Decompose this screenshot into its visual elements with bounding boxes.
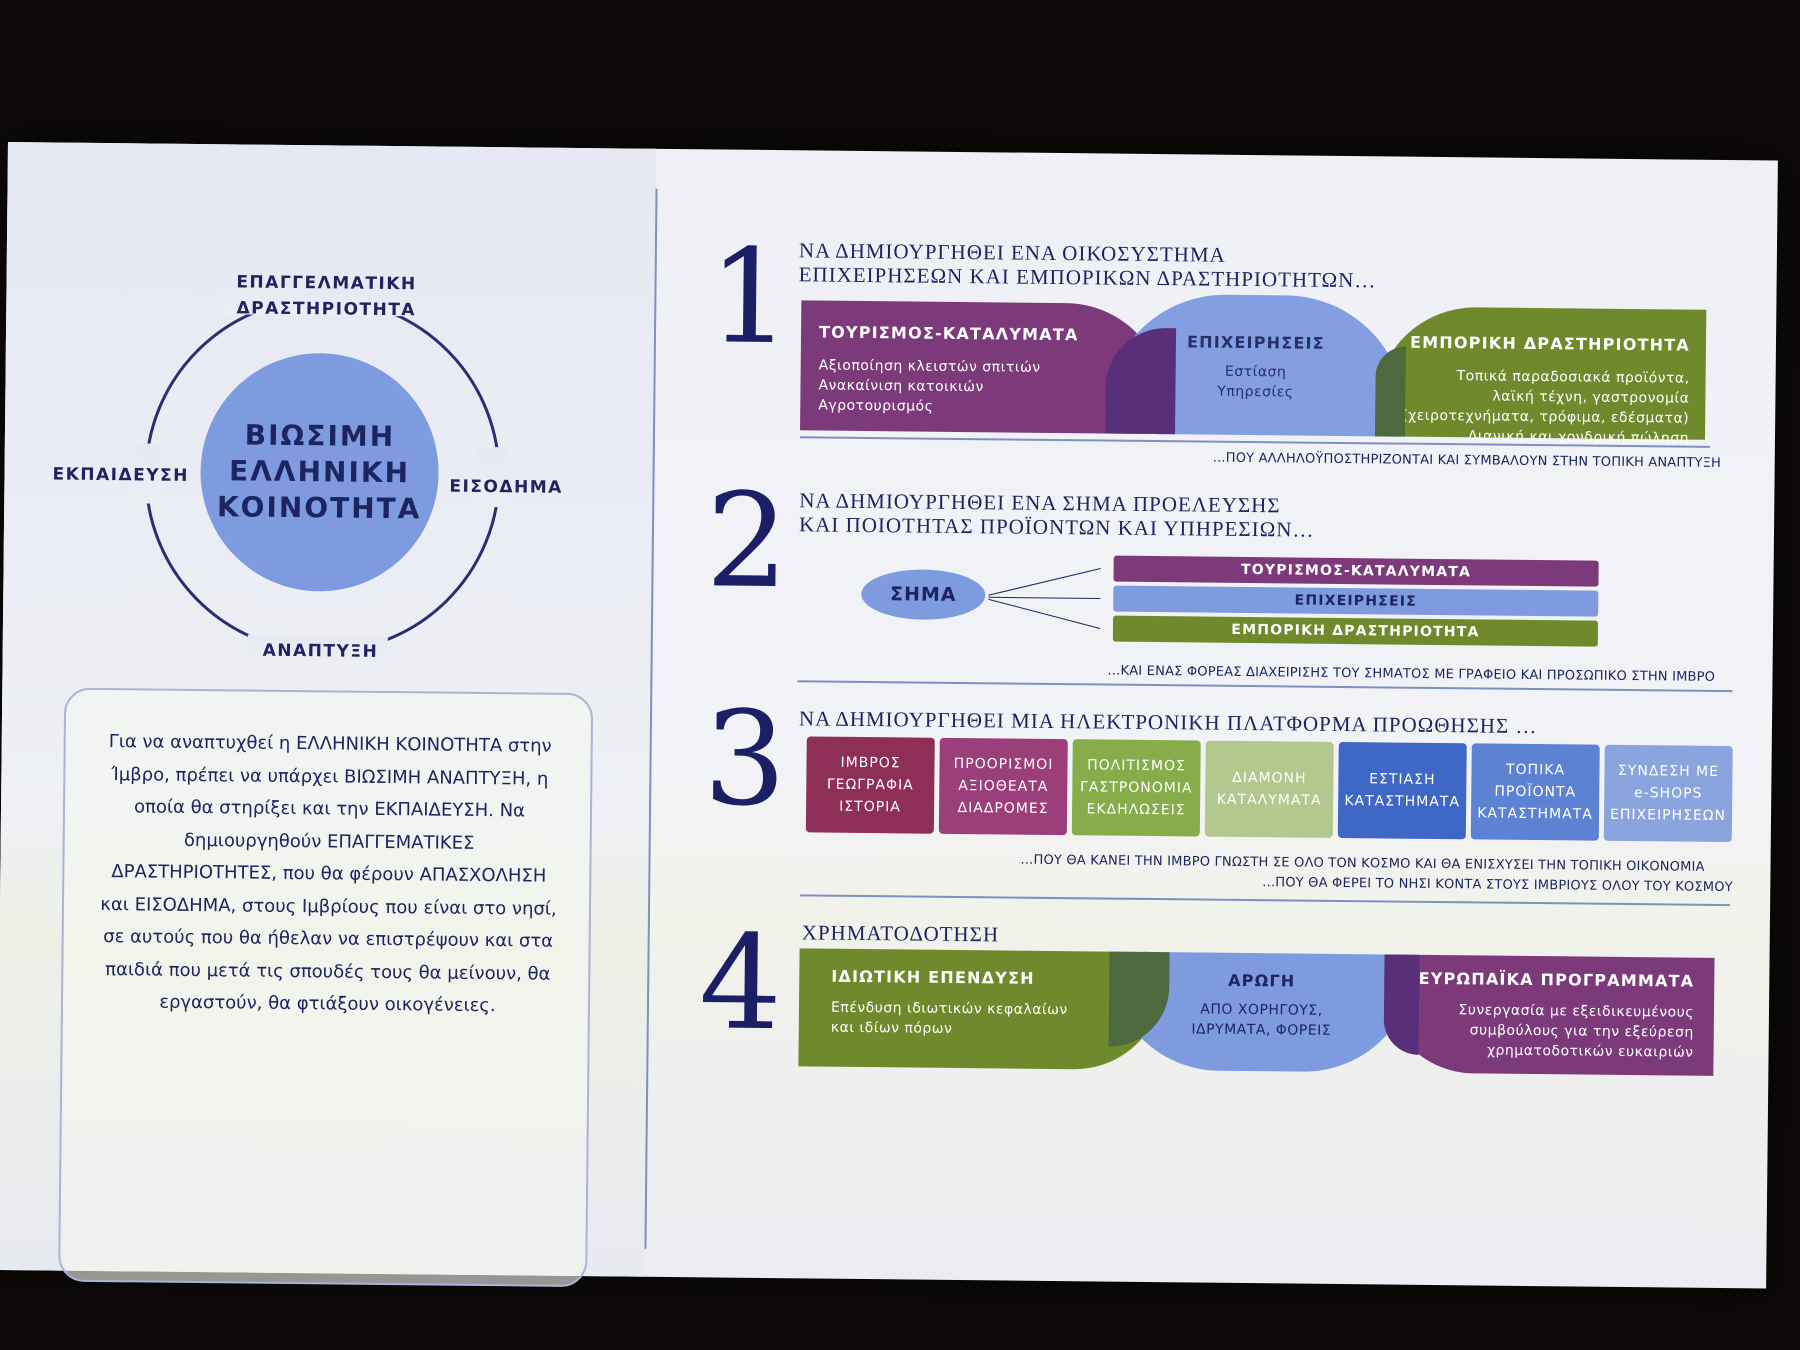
- trade-title: ΕΜΠΟΡΙΚΗ ΔΡΑΣΤΗΡΙΟΤΗΤΑ: [1409, 332, 1691, 355]
- platform-tile: ΣΥΝΔΕΣΗ ΜΕ e-SHOPS ΕΠΙΧΕΙΡΗΣΕΩΝ: [1603, 744, 1733, 843]
- center-line-1: ΒΙΩΣΙΜΗ: [244, 418, 396, 454]
- bar-trade: ΕΜΠΟΡΙΚΗ ΔΡΑΣΤΗΡΙΟΤΗΤΑ: [1112, 615, 1599, 647]
- section-2-caption: ...ΚΑΙ ΕΝΑΣ ΦΟΡΕΑΣ ΔΙΑΧΕΙΡΙΣΗΣ ΤΟΥ ΣΗΜΑΤ…: [1107, 663, 1716, 685]
- section-4-heading: ΧΡΗΜΑΤΟΔΟΤΗΣΗ: [801, 920, 1000, 947]
- platform-tile-line: ΔΙΑΜΟΝΗ: [1232, 769, 1307, 787]
- platform-tile-line: ΓΕΩΓΡΑΦΙΑ: [826, 776, 914, 794]
- trade-block: ΕΜΠΟΡΙΚΗ ΔΡΑΣΤΗΡΙΟΤΗΤΑ Τοπικά παραδοσιακ…: [1374, 306, 1707, 447]
- label-professional-activity: ΕΠΑΓΓΕΛΜΑΤΙΚΗ ΔΡΑΣΤΗΡΙΟΤΗΤΑ: [226, 272, 426, 320]
- section-1-caption: ...ΠΟΥ ΑΛΛΗΛΟΫΠΟΣΤΗΡΙΖΟΝΤΑΙ ΚΑΙ ΣΥΜΒΑΛΟΥ…: [1212, 450, 1722, 471]
- platform-tile-line: ΕΚΔΗΛΩΣΕΙΣ: [1086, 801, 1186, 819]
- trade-item: (χειροτεχνήματα, τρόφιμα, εδέσματα): [1402, 407, 1690, 427]
- platform-tile-line: ΕΠΙΧΕΙΡΗΣΕΩΝ: [1610, 806, 1727, 825]
- center-line-3: ΚΟΙΝΟΤΗΤΑ: [216, 490, 422, 526]
- platform-tile-line: ΚΑΤΑΣΤΗΜΑΤΑ: [1477, 805, 1593, 823]
- platform-tile-line: ΔΙΑΔΡΟΜΕΣ: [957, 799, 1049, 817]
- platform-tile-line: ΠΟΛΙΤΙΣΜΟΣ: [1087, 757, 1186, 775]
- intro-text-box: Για να αναπτυχθεί η ΕΛΛΗΝΙΚΗ ΚΟΙΝΟΤΗΤΑ σ…: [58, 687, 594, 1288]
- section-3-heading: ΝΑ ΔΗΜΙΟΥΡΓΗΘΕΙ ΜΙΑ ΗΛΕΚΤΡΟΝΙΚΗ ΠΛΑΤΦΟΡΜ…: [798, 706, 1538, 739]
- bar-tourism: ΤΟΥΡΙΣΜΟΣ-ΚΑΤΑΛΥΜΑΤΑ: [1113, 555, 1599, 587]
- platform-tile: ΤΟΠΙΚΑ ΠΡΟΪΟΝΤΑ ΚΑΤΑΣΤΗΜΑΤΑ: [1470, 743, 1600, 841]
- section-3-number: 3: [702, 682, 788, 836]
- section-2-heading-2: ΚΑΙ ΠΟΙΟΤΗΤΑΣ ΠΡΟΪΟΝΤΩΝ ΚΑΙ ΥΠΗΡΕΣΙΩΝ…: [798, 512, 1315, 542]
- overlap-blue-green: [1374, 346, 1406, 437]
- eu-programs-block: ΕΥΡΩΠΑΪΚΑ ΠΡΟΓΡΑΜΜΑΤΑ Συνεργασία με εξει…: [1383, 954, 1715, 1076]
- platform-tile: ΙΜΒΡΟΣ ΓΕΩΓΡΑΦΙΑ ΙΣΤΟΡΙΑ: [805, 736, 935, 834]
- platform-tile: ΠΡΟΟΡΙΣΜΟΙ ΑΞΙΟΘΕΑΤΑ ΔΙΑΔΡΟΜΕΣ: [938, 737, 1068, 836]
- platform-tile-line: ΣΥΝΔΕΣΗ ΜΕ: [1617, 762, 1720, 780]
- intro-paragraph: Για να αναπτυχθεί η ΕΛΛΗΝΙΚΗ ΚΟΙΝΟΤΗΤΑ σ…: [100, 731, 557, 1017]
- center-line-2: ΕΛΛΗΝΙΚΗ: [228, 454, 411, 490]
- label-top-1: ΕΠΑΓΓΕΛΜΑΤΙΚΗ: [236, 272, 417, 295]
- platform-tile-line: ΙΣΤΟΡΙΑ: [839, 798, 902, 816]
- bar-business: ΕΠΙΧΕΙΡΗΣΕΙΣ: [1113, 585, 1599, 617]
- section-2-number: 2: [705, 464, 790, 618]
- label-education: ΕΚΠΑΙΔΕΥΣΗ: [52, 464, 190, 486]
- center-circle: ΒΙΩΣΙΜΗ ΕΛΛΗΝΙΚΗ ΚΟΙΝΟΤΗΤΑ: [199, 352, 440, 593]
- platform-tile-line: ΓΑΣΤΡΟΝΟΜΙΑ: [1079, 779, 1193, 797]
- eu-title: ΕΥΡΩΠΑΪΚΑ ΠΡΟΓΡΑΜΜΑΤΑ: [1418, 968, 1695, 991]
- projection-screen: ΒΙΩΣΙΜΗ ΕΛΛΗΝΙΚΗ ΚΟΙΝΟΤΗΤΑ ΕΠΑΓΓΕΛΜΑΤΙΚΗ…: [0, 142, 1778, 1289]
- sima-connector-lines: [988, 567, 1101, 629]
- platform-tile-line: ΚΑΤΑΛΥΜΑΤΑ: [1216, 791, 1322, 809]
- label-top-2: ΔΡΑΣΤΗΡΙΟΤΗΤΑ: [236, 298, 417, 321]
- platform-tile-line: ΠΡΟΪΟΝΤΑ: [1494, 783, 1577, 801]
- section-1-heading: ΝΑ ΔΗΜΙΟΥΡΓΗΘΕΙ ΕΝΑ ΟΙΚΟΣΥΣΤΗΜΑ ΕΠΙΧΕΙΡΗ…: [799, 238, 1377, 292]
- platform-tile: ΠΟΛΙΤΙΣΜΟΣ ΓΑΣΤΡΟΝΟΜΙΑ ΕΚΔΗΛΩΣΕΙΣ: [1071, 739, 1201, 837]
- section-1-number: 1: [707, 220, 792, 374]
- platform-tile-line: ΠΡΟΟΡΙΣΜΟΙ: [953, 755, 1054, 773]
- label-income: ΕΙΣΟΔΗΜΑ: [449, 476, 563, 498]
- platform-tile-line: e-SHOPS: [1633, 785, 1703, 802]
- platform-tile-line: ΕΣΤΙΑΣΗ: [1369, 771, 1436, 788]
- eu-item: χρηματοδοτικών ευκαιριών: [1486, 1042, 1694, 1061]
- platform-tile-line: ΚΑΤΑΣΤΗΜΑΤΑ: [1344, 793, 1461, 811]
- label-development: ΑΝΑΠΤΥΞΗ: [262, 640, 379, 662]
- platform-tile-line: ΤΟΠΙΚΑ: [1505, 761, 1566, 779]
- platform-tile: ΔΙΑΜΟΝΗ ΚΑΤΑΛΥΜΑΤΑ: [1204, 740, 1334, 838]
- sima-oval: ΣΗΜΑ: [861, 568, 986, 621]
- platform-tile-line: ΑΞΙΟΘΕΑΤΑ: [958, 777, 1049, 795]
- section-3-caption-1: ...ΠΟΥ ΘΑ ΚΑΝΕΙ ΤΗΝ ΙΜΒΡΟ ΓΝΩΣΤΗ ΣΕ ΟΛΟ …: [1020, 852, 1705, 875]
- section-3-rule: [800, 894, 1731, 907]
- section-1-heading-2: ΕΠΙΧΕΙΡΗΣΕΩΝ ΚΑΙ ΕΜΠΟΡΙΚΩΝ ΔΡΑΣΤΗΡΙΟΤΗΤΩ…: [798, 262, 1377, 293]
- left-panel: ΒΙΩΣΙΜΗ ΕΛΛΗΝΙΚΗ ΚΟΙΝΟΤΗΤΑ ΕΠΑΓΓΕΛΜΑΤΙΚΗ…: [0, 142, 656, 1288]
- platform-tile-line: ΙΜΒΡΟΣ: [840, 754, 901, 772]
- section-4-number: 4: [698, 906, 783, 1060]
- section-2-heading: ΝΑ ΔΗΜΙΟΥΡΓΗΘΕΙ ΕΝΑ ΣΗΜΑ ΠΡΟΕΛΕΥΣΗΣ ΚΑΙ …: [799, 488, 1315, 541]
- platform-tile: ΕΣΤΙΑΣΗ ΚΑΤΑΣΤΗΜΑΤΑ: [1337, 741, 1467, 840]
- section-3-caption-2: ...ΠΟΥ ΘΑ ΦΕΡΕΙ ΤΟ ΝΗΣΙ ΚΟΝΤΑ ΣΤΟΥΣ ΙΜΒΡ…: [1262, 875, 1733, 896]
